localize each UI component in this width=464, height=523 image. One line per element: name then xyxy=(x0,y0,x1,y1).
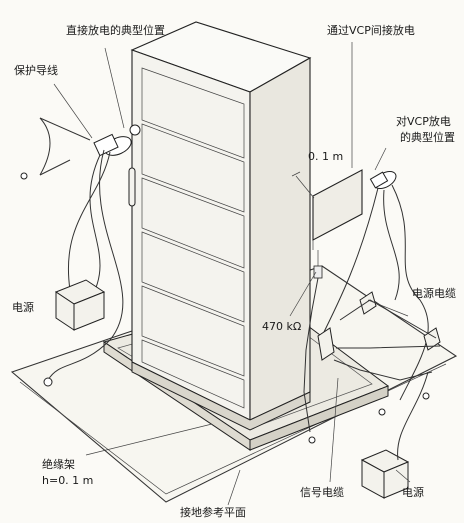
label-ground-plane: 接地参考平面 xyxy=(180,506,246,519)
power-cable-connectors xyxy=(317,291,441,381)
esd-gun-vcp xyxy=(369,170,397,190)
vertical-coupling-plane xyxy=(303,169,363,444)
label-distance: 0. 1 m xyxy=(308,150,344,163)
label-ground-strap: 保护导线 xyxy=(14,64,58,77)
label-power-cable: 电源电缆 xyxy=(412,287,456,300)
ground-strap xyxy=(20,117,91,180)
label-insulator: 绝缘架 xyxy=(42,458,75,471)
label-indirect-vcp: 通过VCP间接放电 xyxy=(327,24,415,37)
label-power-left: 电源 xyxy=(12,301,34,314)
distance-dimension-line xyxy=(295,175,315,199)
cabinet xyxy=(128,21,312,431)
power-supply-right xyxy=(360,449,410,499)
power-supply-left xyxy=(54,279,106,331)
esd-gun-direct xyxy=(93,124,141,157)
label-power-right: 电源 xyxy=(402,486,424,499)
label-resistor: 470 kΩ xyxy=(262,320,302,333)
label-vcp-typical-2: 的典型位置 xyxy=(400,131,455,144)
label-insulator-height: h=0. 1 m xyxy=(42,474,94,487)
label-vcp-typical: 对VCP放电 xyxy=(396,115,451,128)
label-typical-direct-discharge: 直接放电的典型位置 xyxy=(66,24,165,37)
label-signal-cable: 信号电缆 xyxy=(300,486,344,499)
